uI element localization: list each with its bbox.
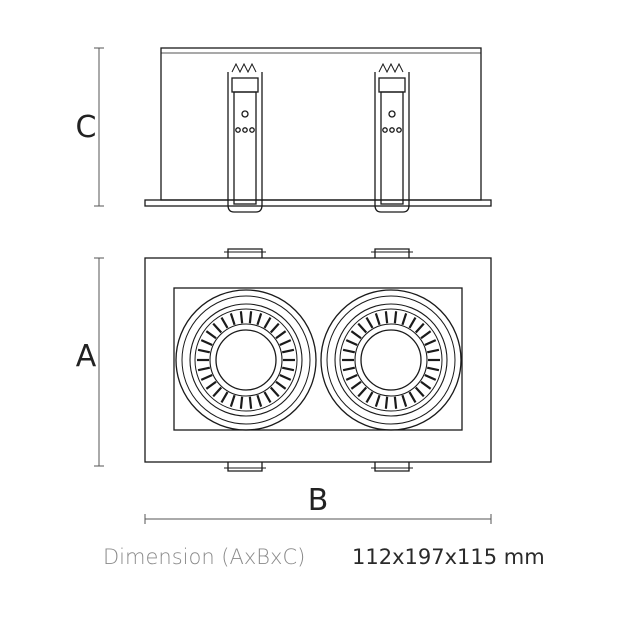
lamp-fin [197,348,211,354]
lamp-fin [426,366,440,372]
side-clip-left [227,62,263,213]
lamp-fin [279,374,292,381]
lamp-ring-2 [326,295,456,425]
lamp-left [175,289,317,431]
lamp-fin [263,391,272,403]
lamp-fin [220,391,229,403]
lamp-fin [205,330,217,340]
lamp-fin [200,374,213,381]
lamp-fin [414,322,425,334]
lamp-fin [345,374,358,381]
side-housing [160,47,482,201]
side-view [144,47,492,213]
lamp-fin [408,317,417,329]
lamp-fin [256,394,263,407]
lamp-ring-2 [181,295,311,425]
lamp-heatsink-inner [209,323,283,397]
lamp-fin [229,313,236,326]
lamp-fin [256,313,263,326]
lamp-heatsink-inner [354,323,428,397]
lamp-ring-4 [194,308,298,412]
front-view [144,248,492,472]
lamp-fin [420,380,432,390]
lamp-fin [426,348,440,354]
lamp-fin [212,322,223,334]
lamp-fin [350,330,362,340]
lamp-fin [414,386,425,398]
lamp-fin [357,386,368,398]
lamp-fin [424,374,437,381]
front-inner-frame [173,287,463,431]
lamp-fin [239,311,244,324]
lamp-fin [279,339,292,346]
lamp-fin [345,339,358,346]
lamp-fin [424,339,437,346]
lamp-fin [384,311,389,324]
lamp-fin [248,311,253,324]
lamp-fin [374,394,381,407]
lamp-outer-ring [320,289,462,431]
lamp-fin [275,330,287,340]
lamp-fin [393,396,398,409]
lamp-fin [275,380,287,390]
dim-label-c: C [76,110,97,145]
dim-label-a: A [76,339,97,374]
lamp-ring-4 [339,308,443,412]
lamp-fin [384,396,389,409]
lamp-fin [401,313,408,326]
lamp-fin [365,317,374,329]
lamp-fin [357,322,368,334]
lamp-fin [342,348,356,354]
lamp-right [320,289,462,431]
dimension-value: 112x197x115 mm [352,545,545,569]
front-clip-bottom-right [374,462,410,472]
lamp-fin [229,394,236,407]
lamp-fin [269,386,280,398]
lamp-fin [197,366,211,372]
lamp-fin [263,317,272,329]
lamp-fin [248,396,253,409]
front-outer-frame [144,257,492,463]
lamp-fin [220,317,229,329]
lamp-fin [281,348,295,354]
lamp-fin [205,380,217,390]
lamp-fin [342,366,356,372]
lamp-fin [212,386,223,398]
lamp-fin [420,330,432,340]
front-clip-top-left [227,248,263,258]
lamp-lens [215,329,277,391]
dimension-label: Dimension (AxBxC) [103,545,306,569]
lamp-fin [269,322,280,334]
side-clip-right [374,62,410,213]
dim-label-b: B [308,483,329,518]
lamp-fin [393,311,398,324]
lamp-outer-ring [175,289,317,431]
lamp-fin [350,380,362,390]
lamp-fin [200,339,213,346]
lamp-fin [401,394,408,407]
dim-line-b [144,514,492,524]
lamp-fin [408,391,417,403]
front-clip-bottom-left [227,462,263,472]
lamp-fin [365,391,374,403]
lamp-fin [239,396,244,409]
dim-line-c [94,47,104,207]
front-clip-top-right [374,248,410,258]
lamp-lens [360,329,422,391]
lamp-fin [374,313,381,326]
lamp-fin [281,366,295,372]
side-flange [144,199,492,207]
dim-line-a [94,257,104,467]
lamp-ring-3 [189,303,303,417]
lamp-ring-3 [334,303,448,417]
